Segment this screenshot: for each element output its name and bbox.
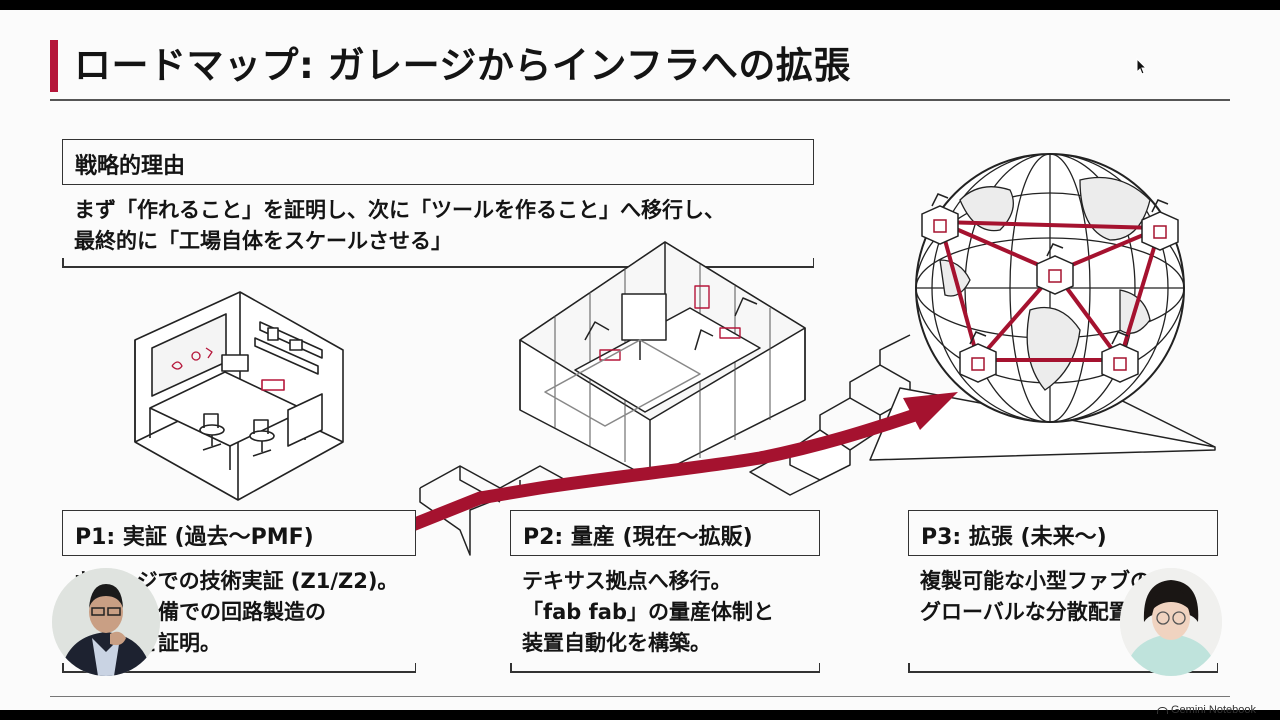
strategy-heading-box: 戦略的理由 [62, 139, 814, 185]
phase-2-title: P2: 量産 (現在〜拡販) [523, 525, 753, 550]
mouse-cursor-icon [1136, 58, 1148, 75]
garage-illustration [134, 291, 344, 501]
phase-1-bracket [62, 665, 416, 673]
phase-3-heading-box: P3: 拡張 (未来〜) [908, 510, 1218, 556]
factory-illustration [519, 241, 806, 479]
slide-title: ロードマップ: ガレージからインフラへの拡張 [74, 44, 851, 87]
growth-arrow-head [903, 392, 958, 430]
strategy-text: まず「作れること」を証明し、次に「ツールを作ること」へ移行し、 最終的に「工場自… [74, 198, 725, 253]
strategy-heading: 戦略的理由 [75, 154, 186, 179]
roadmap-illustration [134, 153, 1216, 556]
phase-3-bracket [908, 665, 1218, 673]
presenter-right-video[interactable] [1120, 568, 1222, 676]
strategy-bracket [62, 260, 814, 268]
phase-1-heading-box: P1: 実証 (過去〜PMF) [62, 510, 416, 556]
presenter-left-video[interactable] [52, 568, 160, 676]
phase-1-title: P1: 実証 (過去〜PMF) [75, 525, 314, 550]
title-divider [50, 99, 1230, 101]
footer-divider [50, 696, 1230, 697]
presenter-left-avatar [52, 568, 160, 676]
presenter-right-avatar [1120, 568, 1222, 676]
fab-nodes [921, 193, 1179, 383]
title-accent-bar [50, 40, 58, 92]
phase-2-heading-box: P2: 量産 (現在〜拡販) [510, 510, 820, 556]
phase-2-bracket [510, 665, 820, 673]
gemini-notebook-watermark: Gemini Notebook [1157, 704, 1256, 716]
phase-3-title: P3: 拡張 (未来〜) [921, 525, 1107, 550]
phase-3-text: 複製可能な小型ファブの グローバルな分散配置。 [920, 569, 1151, 624]
watermark-label: Gemini Notebook [1171, 704, 1256, 716]
gemini-notebook-icon [1157, 707, 1168, 714]
phase-2-text: テキサス拠点へ移行。 「fab fab」の量産体制と 装置自動化を構築。 [522, 569, 774, 655]
growth-arrow [378, 408, 922, 543]
slide: ロードマップ: ガレージからインフラへの拡張 戦略的理由 まず「作れること」を証… [0, 10, 1280, 710]
